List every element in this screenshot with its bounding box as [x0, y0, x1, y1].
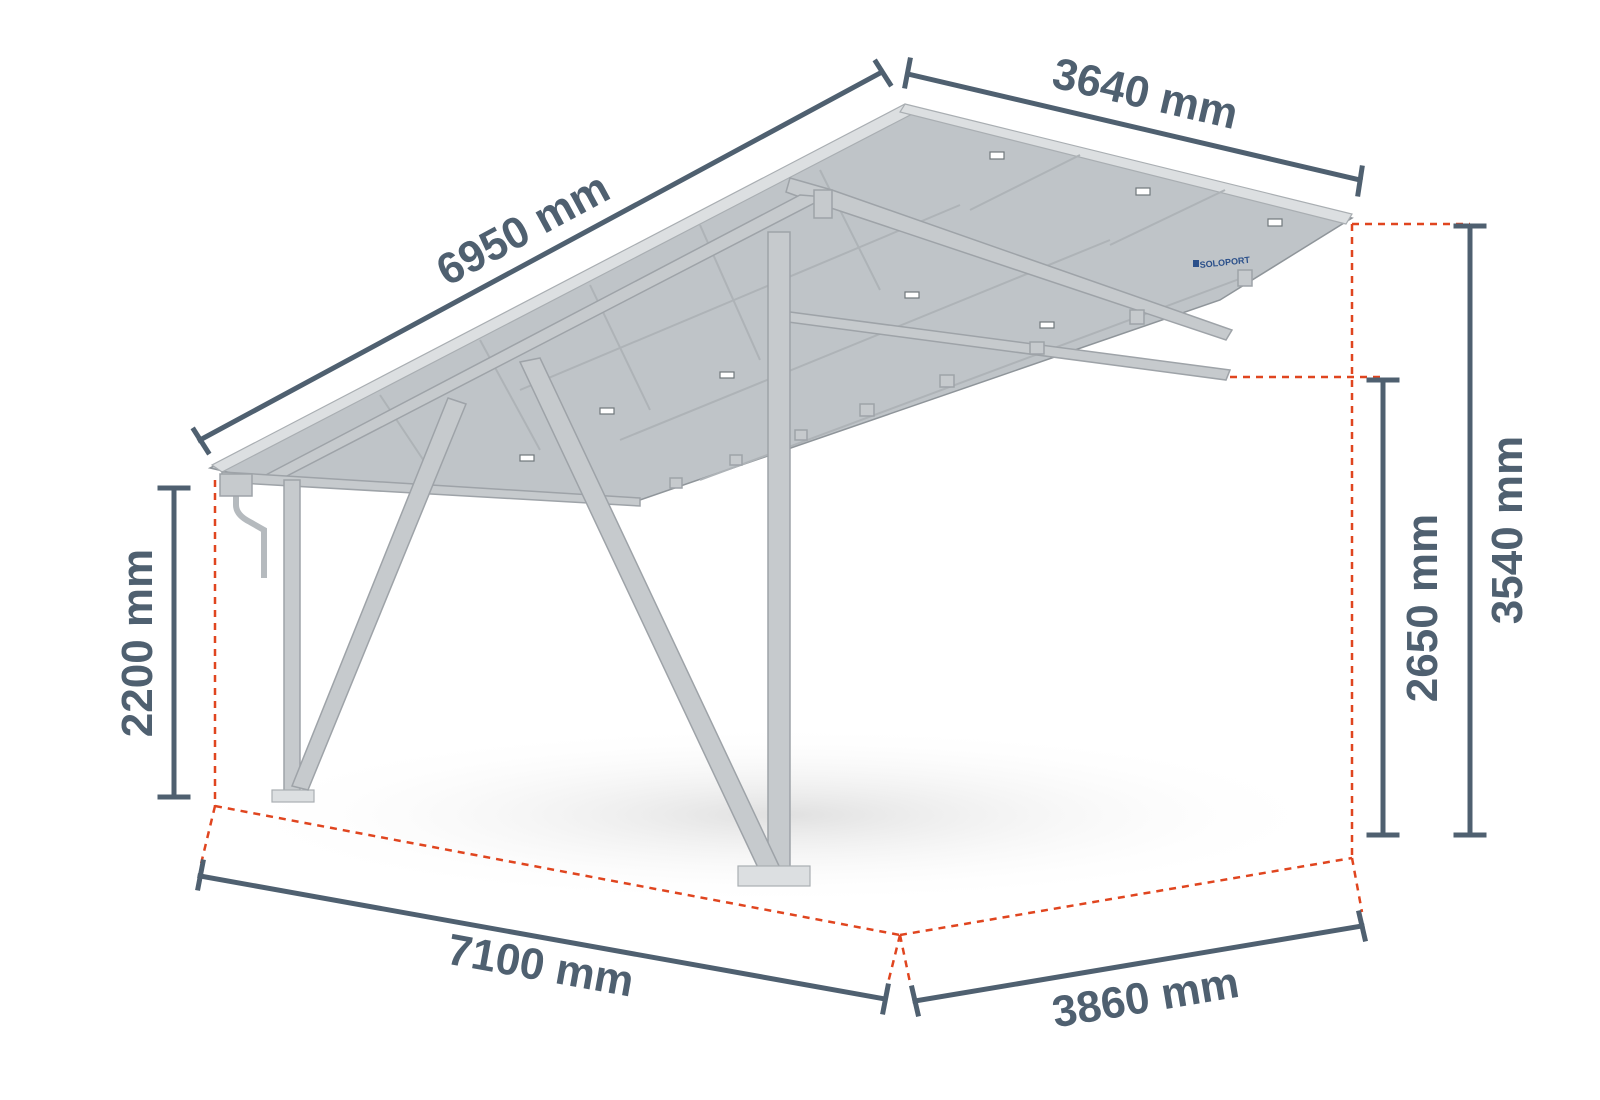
brand-logo-mark: [1193, 260, 1199, 267]
main-rear-post: [767, 231, 791, 873]
label-rear-low-height: 2650 mm: [1398, 514, 1447, 702]
label-roof-width: 3640 mm: [1048, 49, 1243, 139]
dimension-lines: [157, 57, 1487, 1017]
front-left-post: [283, 479, 301, 801]
panel-clamps: [519, 151, 1283, 462]
label-rear-high-height: 3540 mm: [1483, 436, 1532, 624]
rain-downpipe: [233, 490, 267, 578]
steel-structure: [219, 189, 833, 887]
label-base-width: 3860 mm: [1049, 958, 1243, 1037]
label-front-height: 2200 mm: [113, 549, 162, 737]
purlin-ends: [669, 269, 1253, 489]
guide-lines: [198, 222, 1470, 996]
front-diagonal-brace: [290, 397, 467, 791]
post-top-cap: [813, 189, 833, 219]
front-left-base-plate: [271, 789, 315, 803]
gutter-corner: [219, 473, 253, 497]
roof-top-edge-beam: [899, 103, 1353, 225]
rear-base-plate: [737, 865, 811, 887]
